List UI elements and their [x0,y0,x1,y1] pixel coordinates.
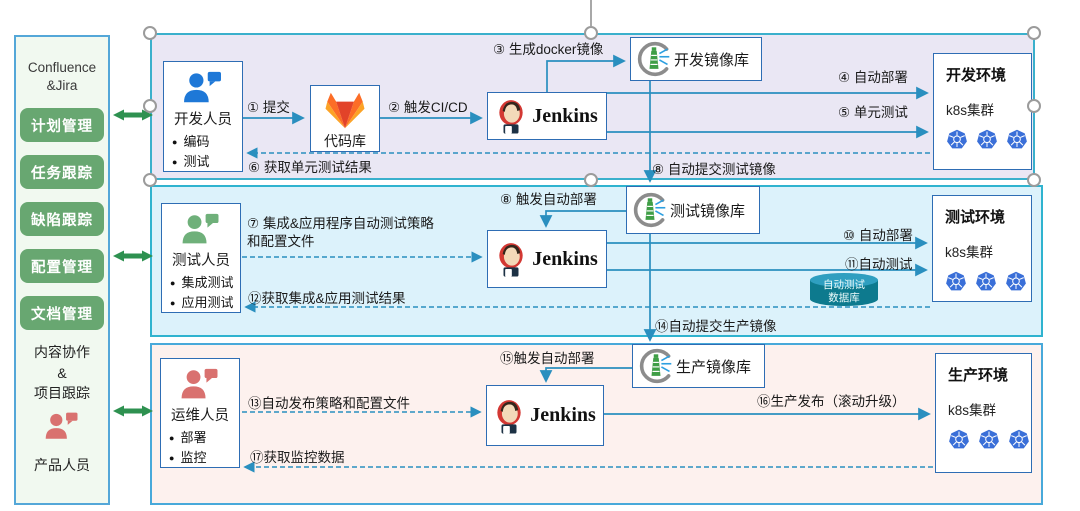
kubernetes-icon [946,271,966,291]
kubernetes-icon [1009,429,1029,449]
tester-task-application: 应用测试 [170,293,233,313]
tester-label: 测试人员 [172,253,230,269]
developer-label: 开发人员 [174,112,232,128]
step4-auto-deploy-label: ④ 自动部署 [838,70,908,85]
dev-registry-label: 开发镜像库 [674,51,750,69]
step12-get-test-results-label: ⑫获取集成&应用测试结果 [248,291,406,306]
developer-task-coding: 编码 [172,132,209,152]
ops-task-monitor: 监控 [169,448,206,468]
step7-test-policy-label: ⑦ 集成&应用程序自动测试策略和配置文件 [247,216,434,249]
gitlab-icon [325,92,365,129]
database-cylinder-icon [810,273,878,306]
step3-build-image-label: ③ 生成docker镜像 [493,42,604,57]
prod-env-title: 生产环境 [948,367,1009,384]
jenkins-dev-box[interactable]: Jenkins [487,92,607,140]
selection-handle-bottom-right[interactable] [1027,173,1041,187]
step11-auto-test-label: ⑪自动测试 [845,257,913,272]
kubernetes-icon [977,129,997,149]
ops-task-deploy: 部署 [169,428,206,448]
selection-handle-top-left[interactable] [143,26,157,40]
sidebar-item-config-management[interactable]: 配置管理 [20,249,104,284]
step5-unit-test-label: ⑤ 单元测试 [838,105,908,120]
prod-registry-box[interactable]: 生产镜像库 [632,344,765,388]
dev-env-title: 开发环境 [946,67,1007,84]
ops-label: 运维人员 [171,408,229,424]
sidebar-title: Confluence &Jira [27,60,97,94]
test-env-box[interactable]: 测试环境 k8s集群 [932,195,1032,302]
autotest-database[interactable]: 自动测试 数据库 [806,272,882,308]
kubernetes-icon [1006,271,1026,291]
harbor-icon [637,41,670,77]
code-repo-label: 代码库 [324,133,366,149]
product-person-icon [44,411,80,447]
confluence-jira-panel[interactable]: Confluence &Jira 计划管理 任务跟踪 缺陷跟踪 配置管理 文档管… [14,35,110,505]
selection-handle-mid-left[interactable] [143,99,157,113]
prod-env-cluster-label: k8s集群 [948,403,997,418]
tester-icon [182,213,219,244]
step10-auto-deploy-label: ⑩ 自动部署 [843,228,913,243]
kubernetes-icon [949,429,969,449]
autotest-database-label: 自动测试 数据库 [823,279,865,305]
kubernetes-icon [947,129,967,149]
prod-env-box[interactable]: 生产环境 k8s集群 [935,353,1032,473]
sidebar-item-doc-management[interactable]: 文档管理 [20,296,104,331]
kubernetes-icon [979,429,999,449]
selection-handle-mid-right[interactable] [1027,99,1041,113]
selection-handle-bottom-mid[interactable] [584,173,598,187]
ops-box[interactable]: 运维人员 部署 监控 [160,358,240,468]
developer-box[interactable]: 开发人员 编码 测试 [163,61,243,172]
harbor-icon [639,348,672,384]
prod-registry-label: 生产镜像库 [676,358,752,376]
step2-trigger-cicd-label: ② 触发CI/CD [388,100,468,115]
jenkins-dev-label: Jenkins [532,104,598,127]
developer-icon [184,71,221,103]
jenkins-prod-label: Jenkins [530,404,596,426]
harbor-icon [633,192,666,228]
ops-icon [181,368,218,399]
sidebar-item-task-tracking[interactable]: 任务跟踪 [20,155,104,190]
tester-task-integration: 集成测试 [170,273,233,293]
dev-registry-box[interactable]: 开发镜像库 [630,37,762,81]
sidebar-item-plan-management[interactable]: 计划管理 [20,108,104,143]
sidebar-footer-text: 内容协作 & 项目跟踪 [34,344,90,402]
jenkins-icon [497,399,521,433]
jenkins-icon [499,243,523,277]
selection-handle-top-right[interactable] [1027,26,1041,40]
step6-get-unit-results-label: ⑥ 获取单元测试结果 [248,160,372,175]
jenkins-icon [499,100,523,134]
step17-get-monitoring-label: ⑰获取监控数据 [250,450,345,465]
jenkins-test-label: Jenkins [532,247,598,270]
dev-env-box[interactable]: 开发环境 k8s集群 [933,53,1032,170]
jenkins-test-box[interactable]: Jenkins [487,230,607,288]
tester-box[interactable]: 测试人员 集成测试 应用测试 [161,203,241,313]
step8-submit-test-image-label: ⑧ 自动提交测试镜像 [652,162,776,177]
test-env-cluster-label: k8s集群 [945,245,994,260]
jenkins-prod-box[interactable]: Jenkins [486,385,604,446]
step14-submit-prod-image-label: ⑭自动提交生产镜像 [655,319,777,334]
test-registry-box[interactable]: 测试镜像库 [626,186,760,234]
test-registry-label: 测试镜像库 [670,202,746,220]
developer-task-testing: 测试 [172,152,209,172]
step13-release-policy-label: ⑬自动发布策略和配置文件 [248,396,410,411]
product-person-label: 产品人员 [34,457,90,474]
step15-trigger-deploy-label: ⑮触发自动部署 [500,351,595,366]
selection-handle-bottom-left[interactable] [143,173,157,187]
step16-prod-release-label: ⑯生产发布（滚动升级） [757,394,906,409]
step8-trigger-deploy-label: ⑧ 触发自动部署 [500,192,597,207]
code-repo-box[interactable]: 代码库 [310,85,380,152]
test-env-title: 测试环境 [945,209,1006,226]
dev-env-cluster-label: k8s集群 [946,103,995,118]
step1-submit-label: ① 提交 [247,100,290,115]
rotation-handle-stem[interactable] [590,0,592,26]
selection-handle-top-mid[interactable] [584,26,598,40]
sidebar-item-defect-tracking[interactable]: 缺陷跟踪 [20,202,104,237]
kubernetes-icon [976,271,996,291]
sync-arrows [113,109,153,417]
kubernetes-icon [1007,129,1027,149]
